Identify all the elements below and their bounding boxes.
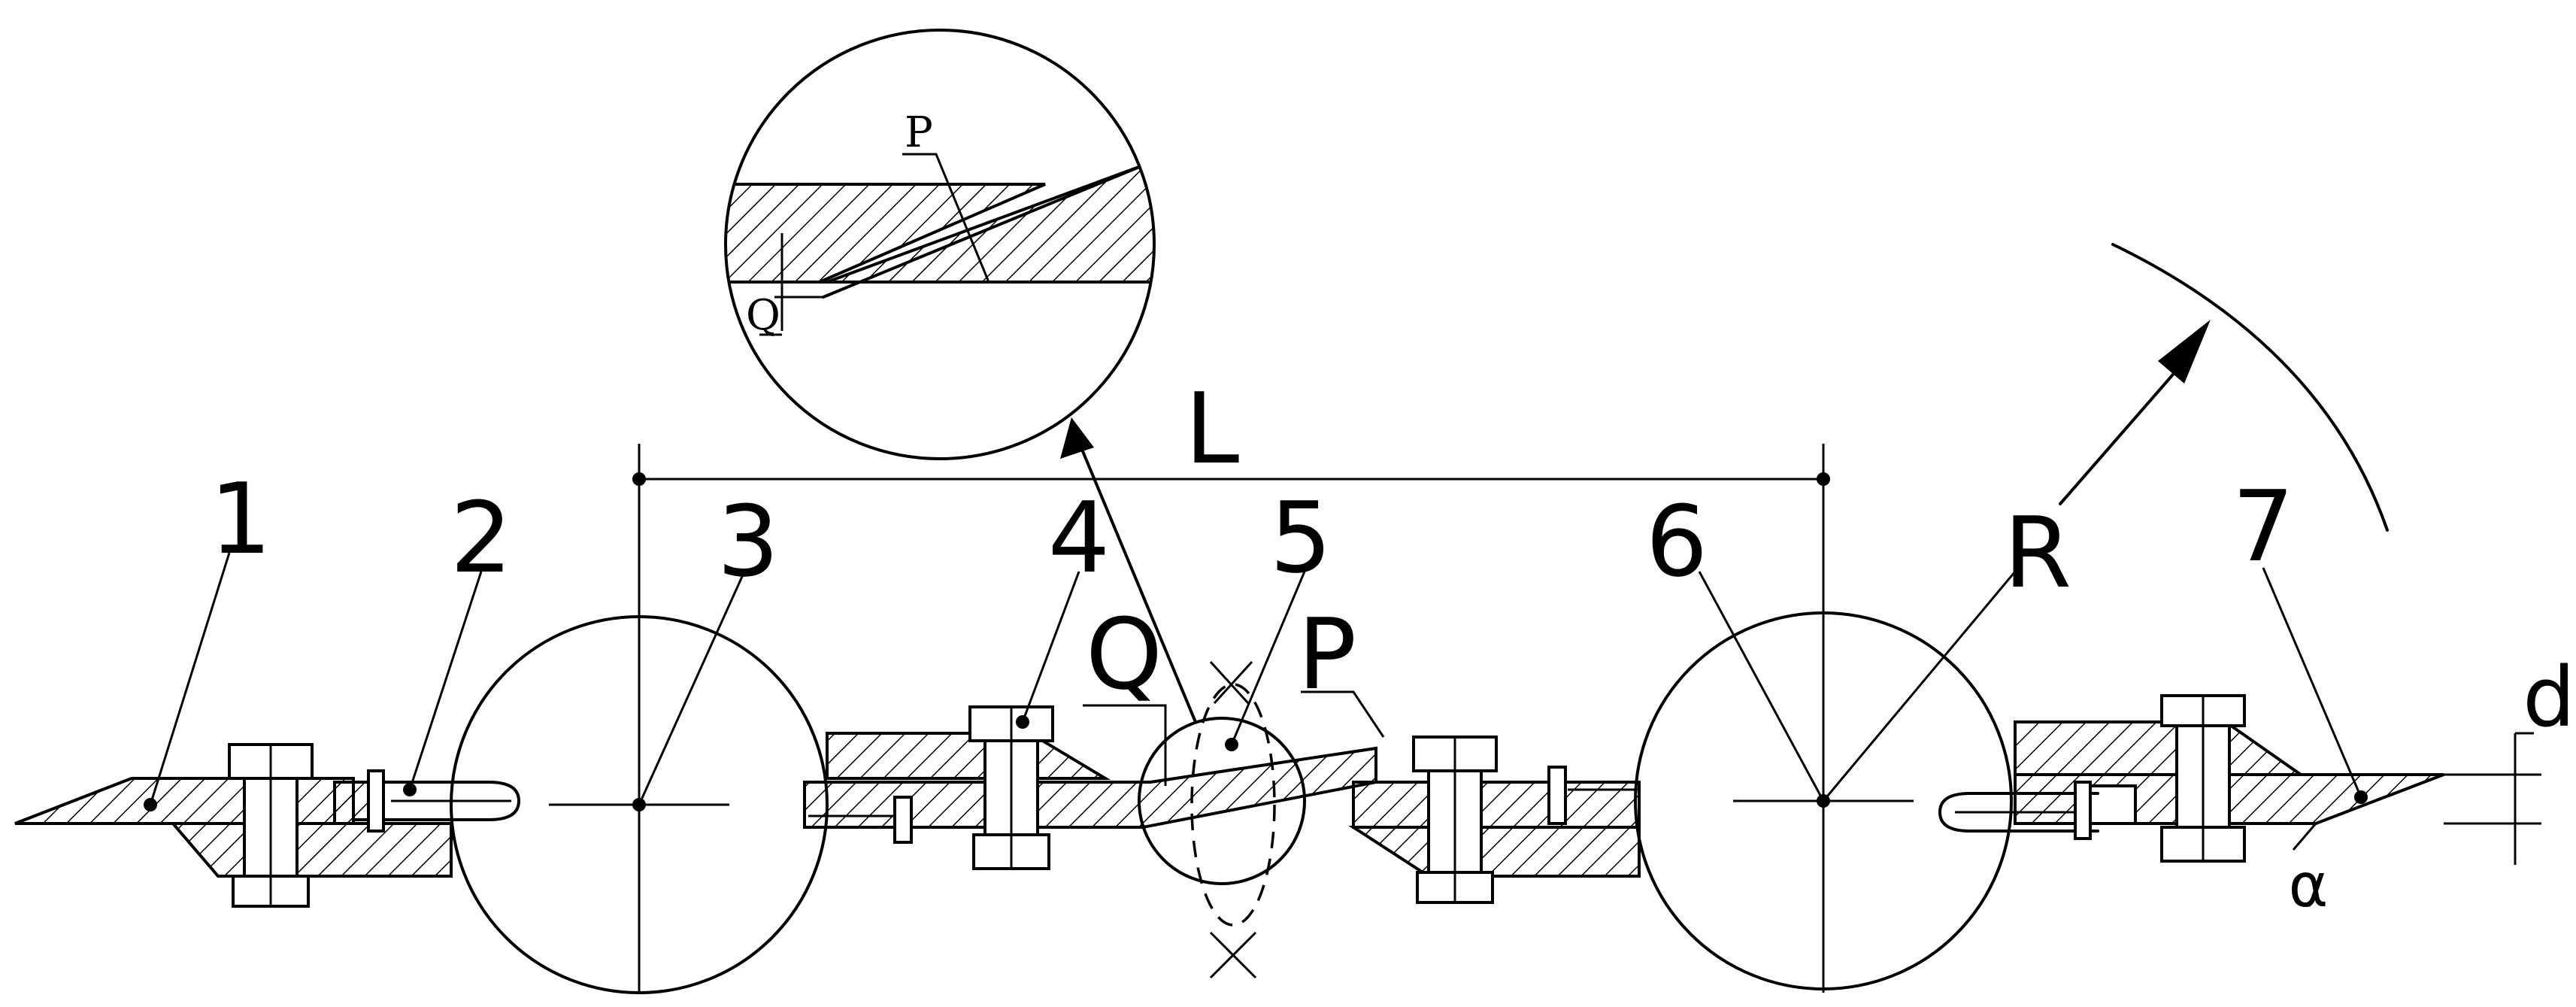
right-middle-assembly xyxy=(1348,736,1641,904)
ellipse-cross-bottom-b xyxy=(1209,931,1257,979)
dim-L-right-end xyxy=(1817,472,1830,486)
part-label-5: 5 xyxy=(1270,481,1332,595)
ellipse-cross-top-b xyxy=(1213,660,1253,705)
radius-arrow-line xyxy=(2059,356,2190,505)
leader-3 xyxy=(638,571,746,805)
ellipse-cross-top-a xyxy=(1209,660,1250,705)
detail-label-P: P xyxy=(905,108,933,157)
detail-arrow-line xyxy=(1081,450,1197,723)
right-pin xyxy=(1938,792,2099,833)
leader-P xyxy=(1301,690,1385,738)
middle-pin-collar xyxy=(893,796,913,844)
right-spacer xyxy=(2089,784,2137,825)
left-pin xyxy=(352,781,520,821)
detail-arrow xyxy=(1060,417,1197,723)
leader-4 xyxy=(1021,571,1080,723)
right-rotor xyxy=(1634,444,2013,993)
right-upper-bar xyxy=(2014,720,2306,776)
detail-label-Q: Q xyxy=(746,291,780,340)
dimension-L: L xyxy=(632,372,1830,486)
part-label-2: 2 xyxy=(450,481,513,595)
leader-R xyxy=(1822,571,2017,802)
dim-d-label: d xyxy=(2523,649,2575,745)
dimension-d: d α xyxy=(2289,649,2575,921)
dim-R-label: R xyxy=(2004,496,2071,610)
part-label-1: 1 xyxy=(210,462,272,576)
left-blade xyxy=(14,777,355,825)
dimension-R: R xyxy=(2004,243,2389,610)
part-leaders xyxy=(149,552,2362,805)
part-labels: 1 2 3 4 5 6 7 Q P xyxy=(210,462,2295,711)
detail-lower-slope xyxy=(822,164,1144,299)
detail-dashed-ellipse xyxy=(1190,683,1276,927)
left-pin-collar xyxy=(367,769,385,833)
part-label-6: 6 xyxy=(1646,484,1708,599)
left-blade-assembly xyxy=(14,743,520,908)
left-clamp-plate xyxy=(169,822,453,878)
leader-5 xyxy=(1230,571,1306,745)
dim-L-label: L xyxy=(1185,372,1239,486)
detail-source-circle xyxy=(1138,717,1306,885)
radius-arrowhead xyxy=(2158,320,2211,384)
radius-arc xyxy=(2111,243,2389,532)
label-P: P xyxy=(1298,597,1356,711)
detail-arrowhead xyxy=(1060,417,1094,459)
detail-circle xyxy=(724,29,1156,460)
right-middle-lower-plate xyxy=(1348,826,1641,878)
part-label-3: 3 xyxy=(717,484,780,599)
angle-label: α xyxy=(2289,851,2329,921)
angle-leader xyxy=(2292,823,2317,851)
leader-1 xyxy=(149,552,231,805)
leader-Q xyxy=(1083,704,1167,786)
right-middle-pin-collar xyxy=(1547,766,1567,825)
detail-view: P Q xyxy=(724,29,1156,460)
leader-6 xyxy=(1698,571,1825,802)
leader-7 xyxy=(2262,567,2362,798)
middle-upper-bar xyxy=(826,732,1111,780)
right-pin-collar xyxy=(2074,781,2092,840)
middle-blade-assembly xyxy=(803,705,1377,870)
part-label-4: 4 xyxy=(1048,481,1111,595)
detail-leader-P xyxy=(902,153,990,283)
label-Q: Q xyxy=(1086,597,1162,711)
dim-L-left-end xyxy=(632,472,646,486)
detail-marker-5 xyxy=(1138,660,1306,979)
leader-2 xyxy=(408,571,483,790)
part-label-7: 7 xyxy=(2232,469,2295,584)
right-blade-assembly xyxy=(1938,694,2444,863)
